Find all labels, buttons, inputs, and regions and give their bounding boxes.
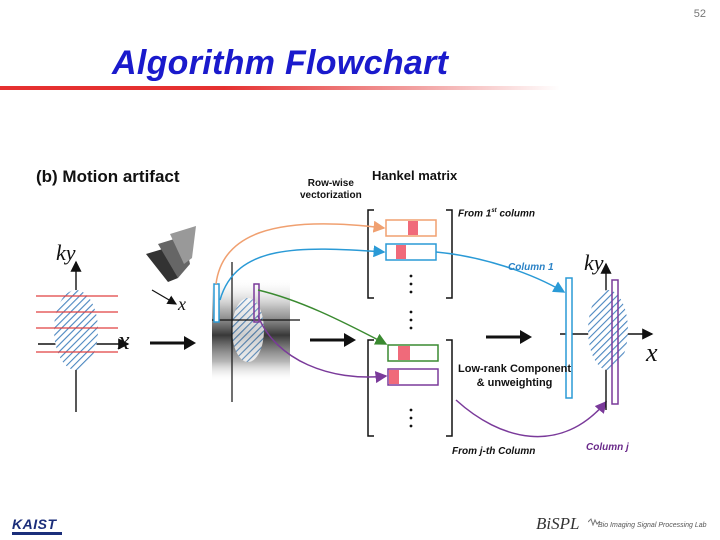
row-wise-label: Row-wise vectorization <box>300 178 362 201</box>
slide-title: Algorithm Flowchart <box>112 44 449 82</box>
column-1-selector <box>213 283 220 323</box>
arrow-column-1 <box>435 251 566 293</box>
weighted-kspace <box>212 262 300 402</box>
kspace-left-object <box>54 290 98 370</box>
arrow-orange <box>215 220 386 285</box>
kaist-logo-underline <box>12 532 62 535</box>
hankel-row-highlight <box>398 346 410 360</box>
kspace-left <box>36 260 130 412</box>
arrow-blue <box>219 245 386 301</box>
arrow-purple <box>257 315 388 384</box>
big-arrow <box>310 333 356 347</box>
page-number: 52 <box>693 8 706 20</box>
hankel-row-highlight <box>408 221 418 235</box>
big-arrow <box>150 336 196 350</box>
column-j-label: Column j <box>586 442 629 453</box>
recovered-column-1 <box>565 277 573 399</box>
hankel-row-green <box>387 344 439 362</box>
bispl-wave-icon <box>588 518 600 526</box>
recovered-column-j <box>611 279 619 405</box>
hankel-matrix-label: Hankel matrix <box>372 168 458 183</box>
bispl-logo: BiSPL <box>536 514 580 533</box>
ky-axis-label-right: ky <box>584 250 604 275</box>
x-axis-label-left: x <box>118 326 130 355</box>
weighting-filter-icon <box>146 226 196 305</box>
arrow-column-j <box>455 399 607 438</box>
column-j-selector <box>253 283 260 323</box>
hankel-row-highlight <box>389 370 399 384</box>
weighted-object <box>232 298 264 362</box>
hankel-matrix-top <box>367 209 453 330</box>
arrow-green <box>257 289 388 345</box>
hankel-row-blue <box>385 243 437 261</box>
ky-axis-label-left: ky <box>56 240 76 265</box>
x-axis-label-filter: x <box>178 294 186 314</box>
kspace-right-object <box>588 290 628 370</box>
hankel-row-highlight <box>396 245 406 259</box>
column-1-label: Column 1 <box>508 262 554 273</box>
hankel-matrix-bottom <box>367 339 453 437</box>
x-axis-label-right: x <box>646 338 658 367</box>
from-first-column-label: From 1st column <box>458 208 536 220</box>
title-underline <box>0 86 560 90</box>
low-rank-label: Low-rank Component & unweighting <box>458 363 572 389</box>
kaist-logo: KAIST <box>12 516 57 532</box>
diagram-subtitle: (b) Motion artifact <box>36 167 180 186</box>
kspace-right <box>560 262 654 410</box>
from-jth-column-label: From j-th Column <box>452 446 536 457</box>
bispl-subtitle: Bio Imaging Signal Processing Lab <box>598 522 707 529</box>
big-arrow <box>486 330 532 344</box>
hankel-row-purple <box>387 368 439 386</box>
